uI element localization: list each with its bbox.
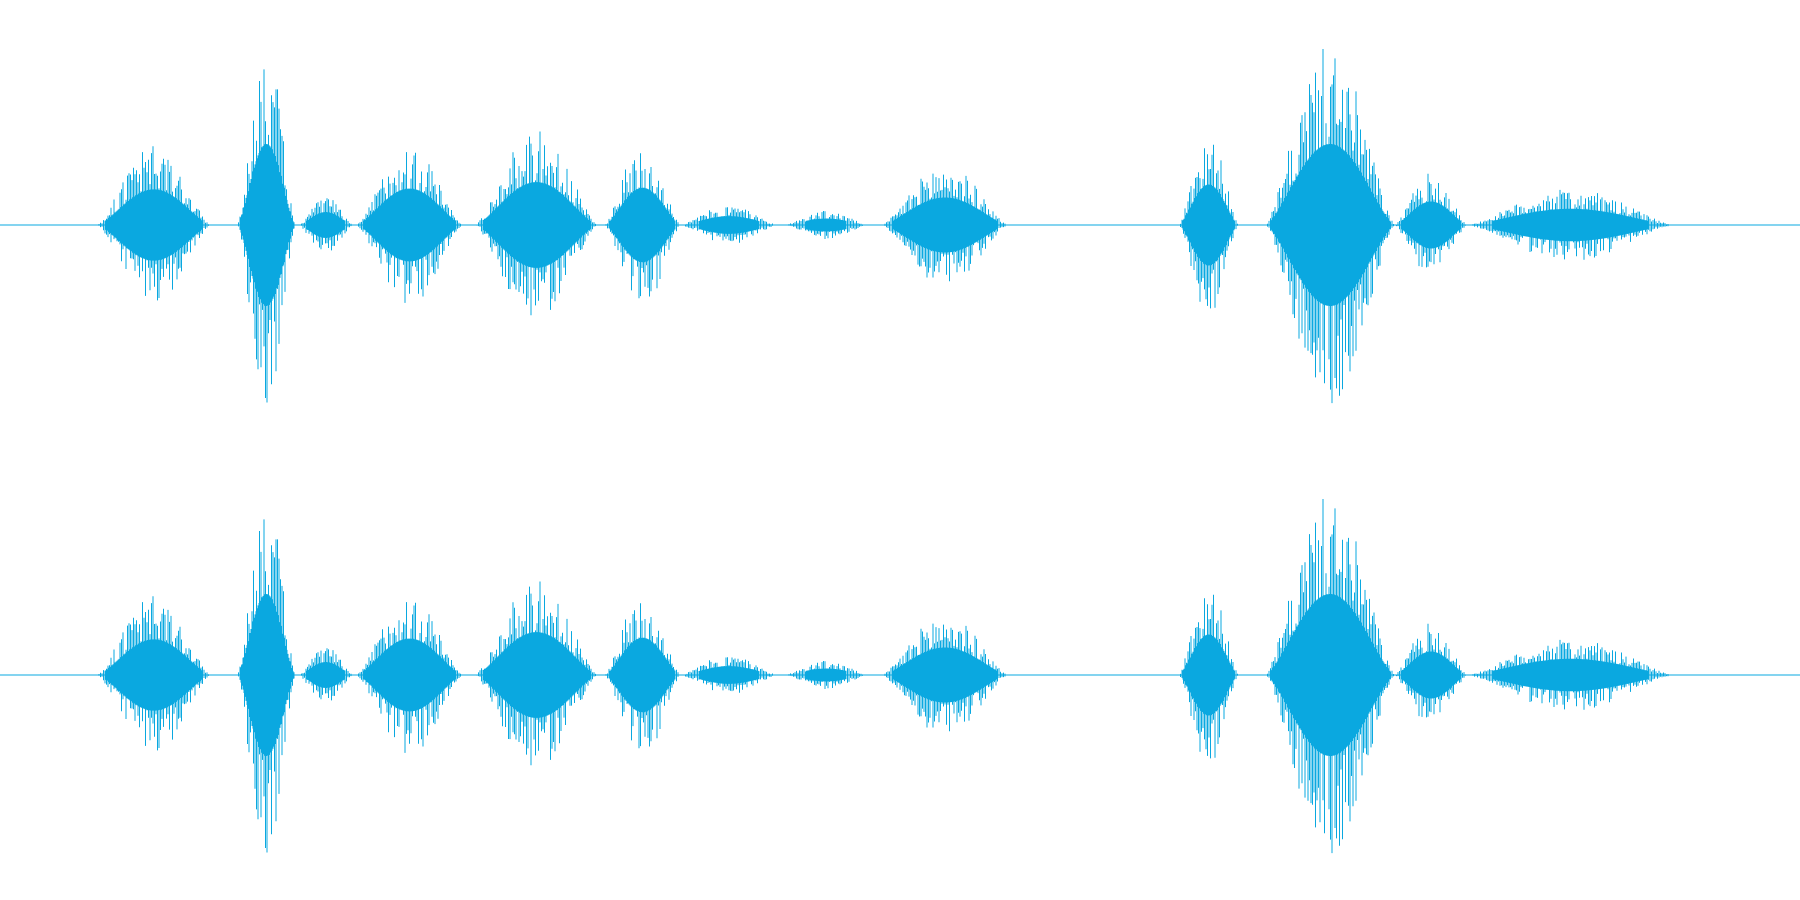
waveform-core <box>104 594 1649 756</box>
waveform-channel-2-plot <box>0 499 1800 854</box>
waveform-channel-1[interactable] <box>0 0 1800 450</box>
waveform-samples <box>98 49 1669 404</box>
waveform-channel-1-plot <box>0 49 1800 404</box>
waveform-core <box>104 144 1649 306</box>
waveform-channel-2[interactable] <box>0 450 1800 900</box>
waveform-samples <box>98 499 1669 854</box>
